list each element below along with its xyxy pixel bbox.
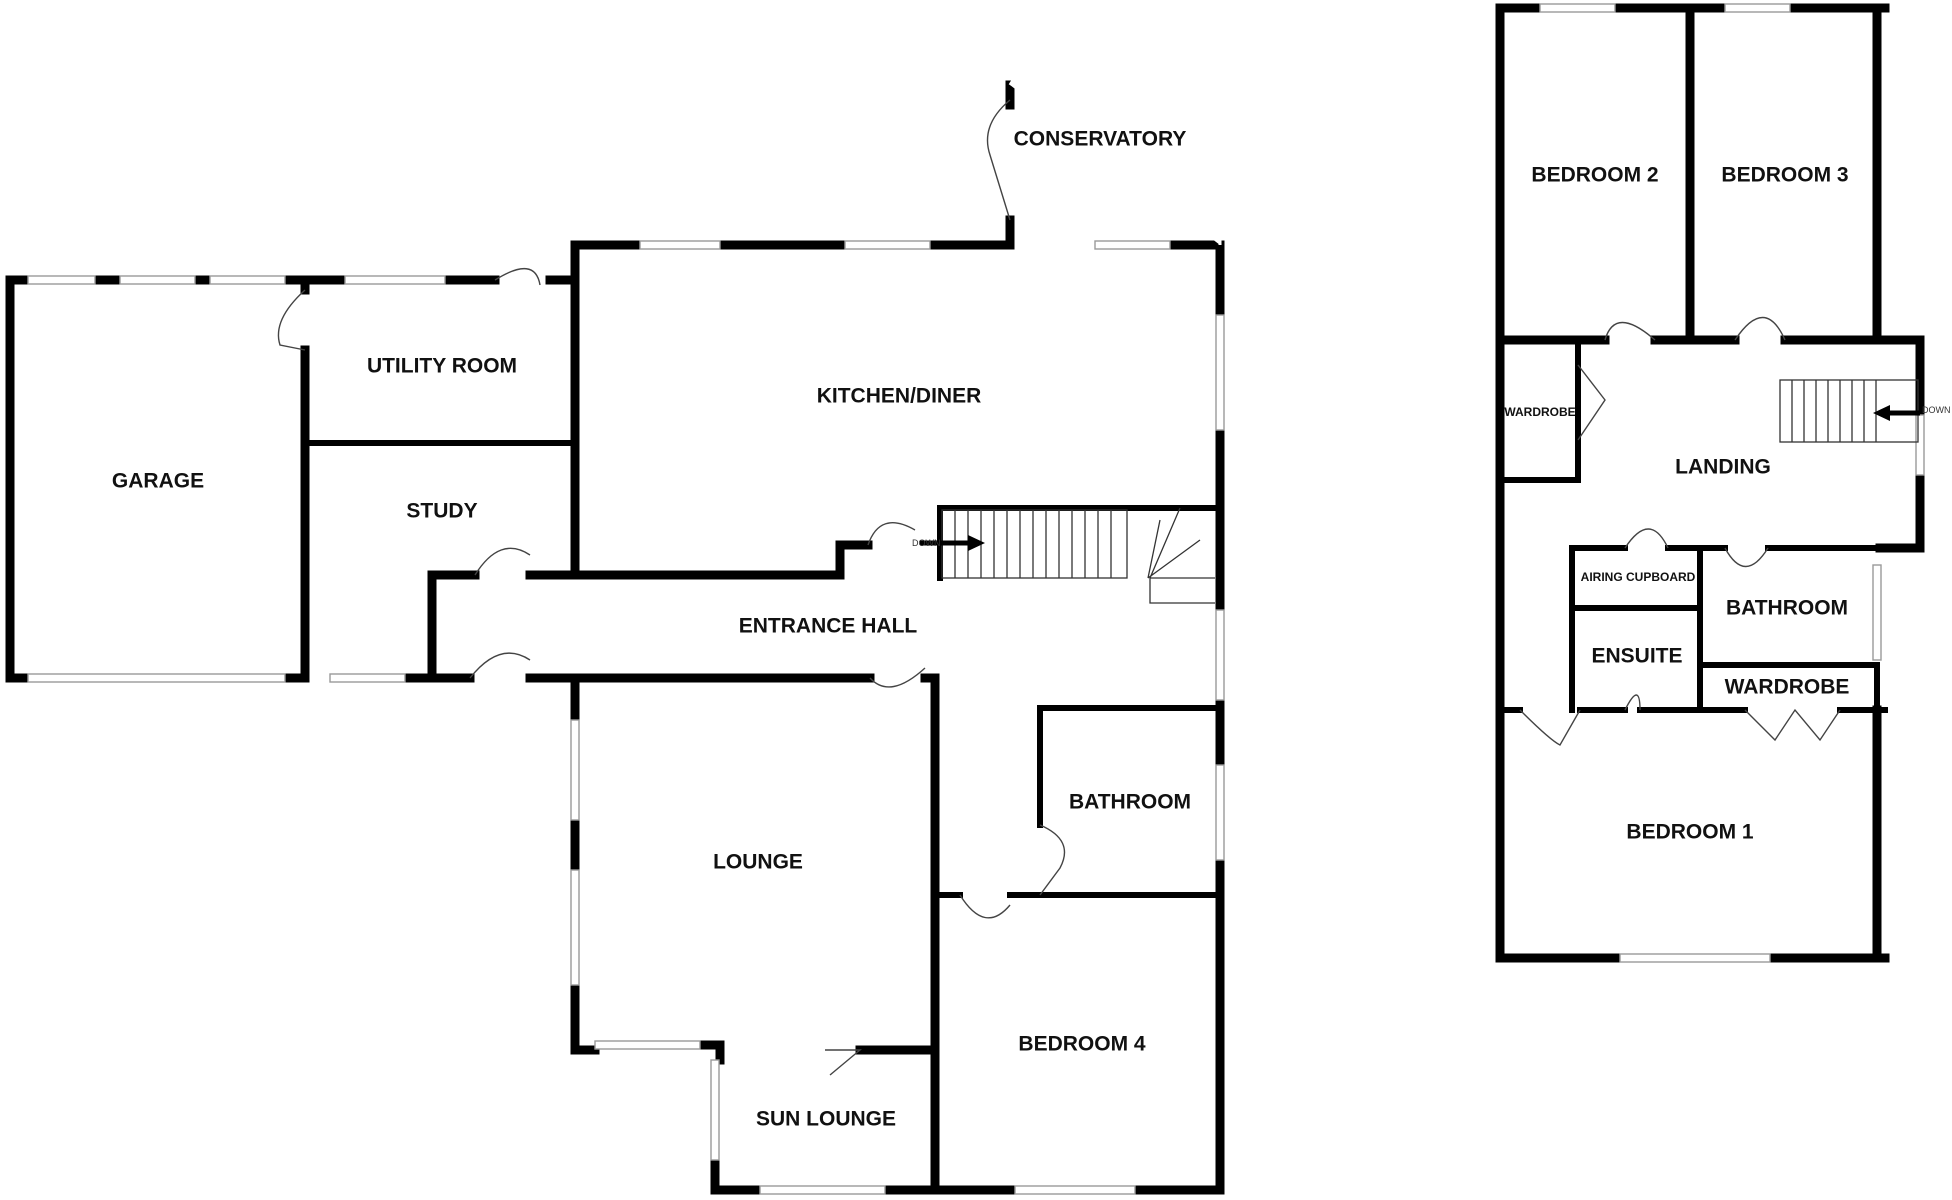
first-floor-stairs: DOWN: [1779, 379, 1951, 443]
ground-floor-stairs: DOWN: [912, 507, 1215, 604]
first-floor-doors: [1519, 316, 1841, 746]
ground-floor-walls: [5, 80, 1225, 1195]
room-label-sun-lounge: SUN LOUNGE: [756, 1108, 896, 1131]
room-label-ensuite: ENSUITE: [1591, 645, 1682, 668]
ground-floor-labels: GARAGE UTILITY ROOM STUDY KITCHEN/DINER …: [112, 128, 1191, 1131]
room-label-airing-cupboard: AIRING CUPBOARD: [1581, 570, 1696, 584]
stairs-down-label: DOWN: [912, 538, 941, 548]
room-label-study: STUDY: [406, 500, 477, 523]
room-label-wardrobe-left: WARDROBE: [1504, 405, 1575, 419]
room-label-garage: GARAGE: [112, 470, 204, 493]
room-label-kitchen-diner: KITCHEN/DINER: [817, 385, 982, 408]
room-label-conservatory: CONSERVATORY: [1014, 128, 1187, 151]
room-label-first-bathroom: BATHROOM: [1726, 597, 1848, 620]
ground-floor-doors: [277, 99, 1066, 1076]
room-label-entrance-hall: ENTRANCE HALL: [739, 615, 918, 638]
room-label-bedroom-2: BEDROOM 2: [1531, 164, 1658, 187]
first-floor-stairs-down-label: DOWN: [1922, 405, 1951, 415]
room-label-lounge: LOUNGE: [713, 851, 803, 874]
room-label-bedroom-1: BEDROOM 1: [1626, 821, 1754, 844]
room-label-bedroom-4: BEDROOM 4: [1018, 1033, 1146, 1056]
room-label-utility-room: UTILITY ROOM: [367, 355, 517, 378]
room-label-bathroom: BATHROOM: [1069, 791, 1191, 814]
first-floor-labels: BEDROOM 2 BEDROOM 3 WARDROBE LANDING AIR…: [1504, 164, 1849, 844]
room-label-landing: LANDING: [1675, 456, 1771, 479]
first-floor-windows: [1539, 3, 1925, 963]
room-label-bedroom-3: BEDROOM 3: [1721, 164, 1848, 187]
first-floor-walls: [1495, 3, 1925, 963]
ground-floor-windows: [27, 6, 1225, 1195]
room-label-wardrobe: WARDROBE: [1725, 676, 1850, 699]
